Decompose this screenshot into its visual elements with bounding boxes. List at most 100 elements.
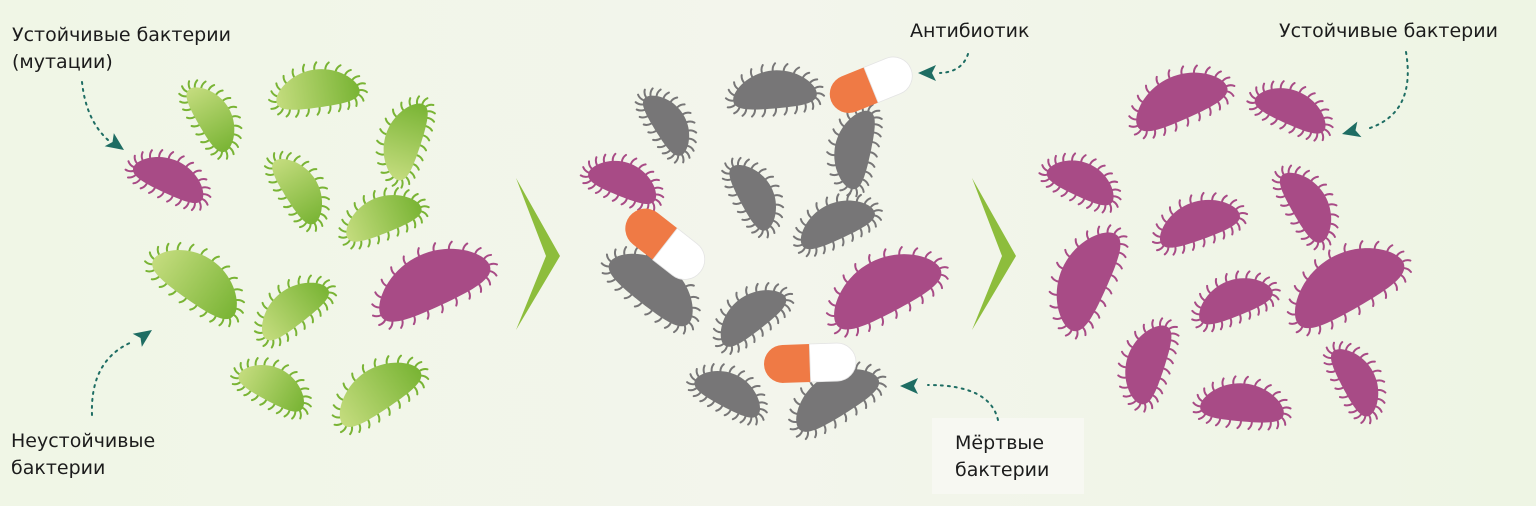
non-resistant-bacterium	[253, 274, 338, 349]
resistant-bacterium	[1286, 240, 1412, 337]
bacterium-body	[383, 103, 428, 181]
dead-bacteria-label: Мёртвые бактерии	[955, 430, 1049, 484]
bacterium-body	[379, 248, 491, 322]
dead-label-box	[932, 418, 1084, 494]
capsule-orange-half	[829, 67, 879, 113]
bacterium-body	[588, 160, 657, 205]
bacterium-body	[1046, 160, 1114, 206]
bacterium-spikes	[1322, 341, 1387, 425]
resistant-bacterium	[1246, 80, 1334, 142]
bacterium-spikes	[268, 61, 368, 118]
resistant-bacterium	[1117, 317, 1180, 413]
bacterium-body	[1330, 349, 1379, 417]
resistant-bacterium	[1322, 341, 1387, 425]
pointer-arrow-icon	[918, 53, 969, 81]
bacterium-body	[261, 282, 330, 341]
resistant-mutations-label-line1: Устойчивые бактерии	[12, 24, 231, 46]
dead-bacterium	[826, 102, 883, 198]
bacterium-body	[238, 364, 305, 412]
chevron-right-icon	[972, 178, 1016, 330]
non-resistant-bacterium	[230, 357, 312, 420]
bacterium-body	[642, 95, 690, 156]
bacterium-body	[1159, 199, 1240, 248]
non-resistant-bacterium	[375, 95, 436, 189]
non-resistant-bacterium	[144, 241, 246, 328]
capsule-icon	[829, 56, 913, 113]
bacterium-spikes	[331, 354, 430, 436]
resistant-bacterium	[1128, 64, 1236, 140]
dead-bacteria-label-line1: Мёртвые	[955, 432, 1045, 454]
bacterium-body	[733, 70, 817, 110]
bacterium-spikes	[263, 150, 330, 233]
antibiotic-label: Антибиотик	[910, 18, 1029, 45]
bacterium-body	[800, 200, 875, 250]
bacterium-spikes	[1128, 64, 1236, 140]
bacterium-spikes	[686, 363, 768, 426]
bacterium-spikes	[1038, 152, 1122, 214]
bacterium-body	[729, 164, 777, 231]
bacterium-body	[1200, 383, 1284, 423]
dead-bacterium	[686, 363, 768, 426]
bacterium-body	[1056, 232, 1121, 332]
bacterium-body	[152, 250, 237, 320]
bacterium-body	[276, 69, 360, 110]
dead-bacterium	[721, 156, 785, 239]
bacterium-body	[1136, 72, 1228, 132]
resistant-bacterium	[1048, 224, 1129, 340]
bacterium-body	[694, 370, 761, 418]
dead-bacteria-label-line2: бактерии	[955, 459, 1050, 481]
capsule-white-half	[863, 56, 913, 104]
capsule-orange-half	[625, 208, 678, 260]
bacterium-body	[1254, 88, 1326, 134]
capsule-icon	[764, 342, 857, 383]
bacterium-spikes	[230, 357, 312, 420]
dead-bacterium	[792, 192, 883, 258]
bacterium-spikes	[721, 156, 785, 239]
resistant-bacteria-label-text: Устойчивые бактерии	[1279, 20, 1498, 42]
bacterium-spikes	[124, 149, 212, 212]
dead-bacterium	[712, 282, 795, 355]
bacterium-body	[796, 369, 880, 432]
bacterium-spikes	[253, 274, 338, 349]
pointer-arrow-icon	[900, 378, 999, 421]
bacterium-body	[1199, 278, 1273, 325]
non-resistant-bacterium	[268, 61, 368, 118]
bacterium-spikes	[724, 62, 826, 118]
dead-bacterium	[724, 62, 826, 118]
resistant-bacterium	[1192, 375, 1292, 431]
bacterium-spikes	[178, 79, 243, 160]
bacterium-spikes	[1151, 191, 1249, 256]
bacterium-spikes	[825, 246, 949, 338]
bacterium-body	[346, 195, 422, 242]
bacterium-body	[132, 157, 204, 204]
pointer-arrow-icon	[90, 330, 152, 416]
resistant-bacterium	[825, 246, 949, 338]
resistant-bacterium	[1038, 152, 1122, 214]
capsule-white-half	[808, 342, 857, 383]
resistant-bacterium	[1151, 191, 1249, 256]
bacterium-spikes	[1271, 164, 1340, 251]
pointer-arrow-icon	[81, 81, 124, 150]
bacterium-body	[720, 290, 787, 347]
bacterium-body	[186, 87, 235, 153]
bacterium-spikes	[371, 240, 498, 330]
bacterium-spikes	[712, 282, 795, 355]
bacterium-spikes	[579, 152, 665, 213]
chevron-right-icon	[516, 178, 560, 330]
non-resistant-label-line1: Неустойчивые	[11, 430, 156, 452]
capsule-white-half	[652, 227, 706, 280]
non-resistant-bacterium	[263, 150, 330, 233]
bacterium-body	[1294, 248, 1405, 329]
bacterium-spikes	[1048, 224, 1129, 340]
bacterium-spikes	[826, 102, 883, 198]
bacterium-body	[834, 110, 875, 190]
resistant-mutations-label-line2: (мутации)	[12, 51, 113, 73]
bacterium-body	[1125, 325, 1172, 405]
bacterium-spikes	[1192, 375, 1292, 431]
bacterium-spikes	[1191, 270, 1281, 333]
resistant-bacterium	[579, 152, 665, 213]
bacterium-body	[834, 254, 942, 330]
dead-bacterium	[634, 87, 698, 164]
bacterium-spikes	[1286, 240, 1412, 337]
